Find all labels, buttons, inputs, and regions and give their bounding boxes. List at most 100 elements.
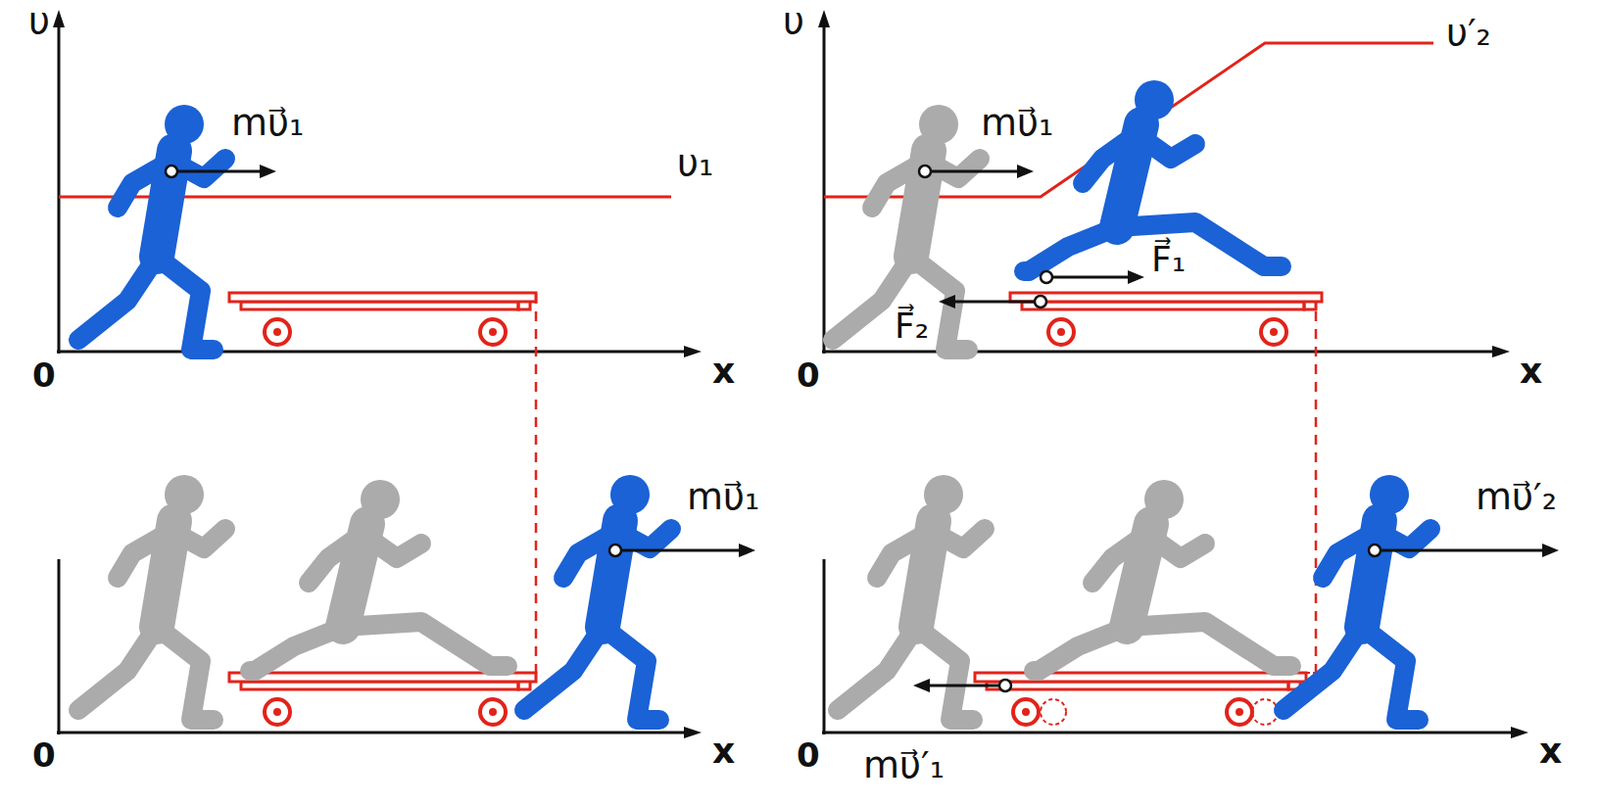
- guide-line: [1314, 293, 1318, 677]
- runner-limb: [1126, 622, 1292, 667]
- cart-top: [229, 292, 536, 302]
- x-axis: [822, 350, 1497, 354]
- momentum-vector: [165, 164, 277, 179]
- vector-shaft: [1374, 549, 1546, 553]
- runner-head: [1369, 475, 1409, 515]
- wheel: [480, 699, 506, 726]
- origin-label: 0: [795, 356, 822, 395]
- vector-shaft: [1046, 276, 1131, 280]
- arrow-head: [938, 294, 956, 309]
- wheel-hub: [488, 708, 497, 717]
- y-axis: [823, 23, 826, 354]
- force-vector: [1040, 270, 1145, 285]
- vector-shaft: [952, 300, 1041, 304]
- velocity-label: υ′₂: [1445, 11, 1493, 55]
- force-vector: [938, 294, 1047, 309]
- velocity-label: υ₁: [676, 142, 715, 186]
- x-axis: [822, 731, 1515, 735]
- vector-shaft: [171, 170, 263, 174]
- momentum-vector: [913, 678, 1012, 693]
- arrow-head: [259, 164, 277, 179]
- axis-label: x: [1538, 730, 1563, 772]
- arrow-head: [1510, 727, 1529, 739]
- axis-label: x: [1518, 350, 1544, 391]
- runner-head: [610, 475, 650, 515]
- application-point: [1040, 271, 1053, 284]
- arrow-head: [1542, 543, 1559, 558]
- wheel-hub: [1057, 328, 1066, 337]
- wheel: [480, 319, 506, 345]
- runner-torso: [916, 521, 934, 628]
- runner-torso: [1116, 124, 1142, 228]
- vector-shaft: [924, 170, 1020, 174]
- y-axis: [57, 559, 61, 735]
- runner-head: [919, 104, 959, 145]
- arrow-head: [1127, 270, 1145, 285]
- momentum-label: mυ⃗₁: [230, 101, 305, 146]
- momentum-vector: [1368, 543, 1559, 558]
- cart-top: [1010, 292, 1322, 302]
- ghost-wheel: [1252, 699, 1278, 726]
- runner-figure: [78, 104, 226, 350]
- arrow-head: [913, 678, 930, 693]
- vector-shaft: [926, 684, 1006, 688]
- arrow-head: [818, 9, 830, 28]
- axis-label: x: [711, 350, 736, 391]
- wheel: [1260, 319, 1287, 345]
- cart: [974, 673, 1316, 726]
- runner-head: [1134, 80, 1174, 120]
- runner-head: [164, 104, 204, 145]
- y-axis: [57, 23, 61, 354]
- runner-torso: [602, 521, 621, 628]
- cart: [1010, 292, 1322, 345]
- origin-label: 0: [795, 736, 822, 776]
- application-point: [165, 165, 178, 178]
- wheel-hub: [273, 708, 282, 717]
- guide-line: [534, 293, 538, 677]
- ghost-wheel: [1040, 699, 1067, 726]
- wheel-hub: [1235, 708, 1244, 717]
- momentum-label: mυ⃗′₁: [862, 744, 946, 788]
- y-axis: [823, 559, 826, 735]
- axes: [52, 9, 702, 358]
- axes: [818, 9, 1510, 358]
- momentum-label: mυ⃗₁: [685, 476, 761, 520]
- runner-torso: [1361, 521, 1380, 628]
- arrow-head: [738, 543, 756, 558]
- force-label: F⃗₁: [1150, 239, 1187, 280]
- arrow-head: [683, 727, 702, 739]
- cart-lip: [518, 301, 531, 310]
- arrow-head: [1017, 164, 1034, 179]
- arrow-head: [683, 345, 702, 358]
- momentum-vector: [609, 543, 756, 558]
- cart-lip: [1304, 301, 1316, 310]
- wheel: [264, 699, 291, 726]
- arrow-head: [52, 9, 65, 28]
- axis-label: υ: [781, 0, 806, 44]
- wheel-hub: [1021, 708, 1030, 717]
- runner-limb: [1116, 222, 1282, 267]
- runner-head: [164, 475, 204, 515]
- momentum-vector: [919, 164, 1034, 179]
- application-point: [609, 544, 622, 557]
- runner-figure: [524, 475, 672, 721]
- application-point: [1034, 295, 1047, 308]
- cart: [229, 292, 536, 345]
- runner-figure: [249, 480, 508, 672]
- application-point: [1368, 544, 1381, 557]
- runner-head: [1144, 480, 1184, 520]
- cart-lip: [518, 681, 531, 690]
- runner-head: [923, 475, 964, 515]
- application-point: [999, 679, 1012, 692]
- arrow-head: [1492, 345, 1510, 358]
- wheel-hub: [273, 328, 282, 337]
- runner-figure: [1283, 475, 1431, 721]
- runner-torso: [156, 521, 175, 628]
- x-axis: [56, 350, 688, 354]
- wheel: [1226, 699, 1253, 726]
- application-point: [919, 165, 931, 178]
- wheel: [264, 319, 291, 345]
- runner-figure: [1033, 480, 1292, 672]
- runner-figure: [832, 104, 980, 350]
